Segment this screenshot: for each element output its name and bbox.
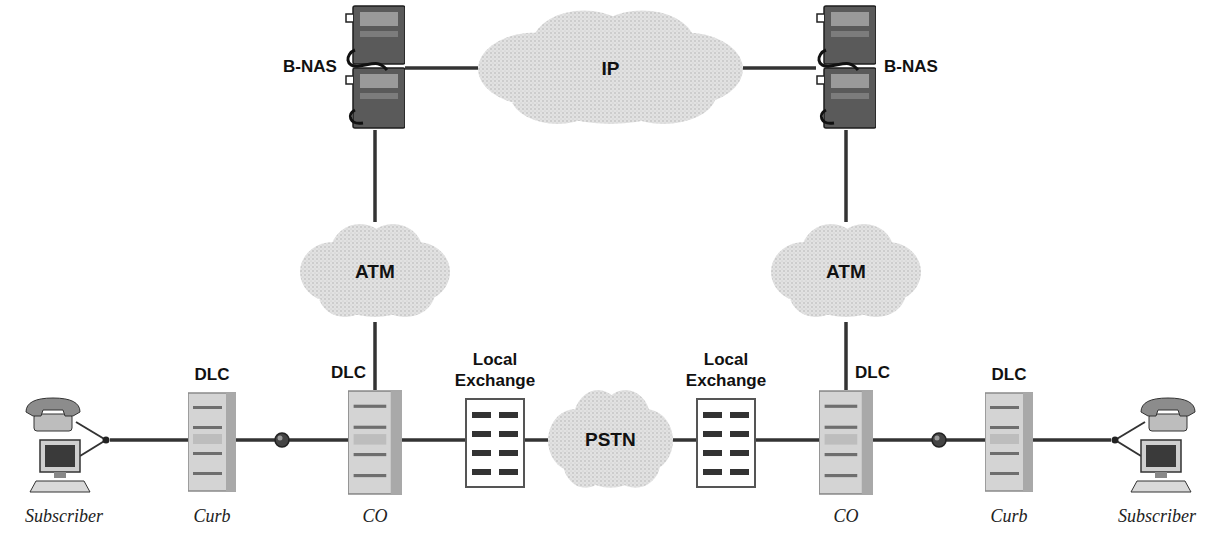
location-label: Curb [990,506,1027,528]
connector-line [844,130,848,222]
device-illustration [346,6,405,128]
connector-line [236,438,348,442]
device-icon [985,392,1033,492]
connector-line [756,438,819,442]
device-label: B-NAS [283,56,337,77]
device-icon [1111,392,1203,502]
subscriber-node: Subscriber [1111,392,1203,528]
connector-line [402,438,465,442]
device-icon [465,398,525,488]
connector-line [373,130,377,222]
connector-line [844,322,848,390]
dlc-node: DLC [819,362,890,495]
server-node: B-NAS [816,4,938,130]
splice-point [275,433,289,447]
device-illustration [1112,398,1196,492]
connector-line [110,438,188,442]
location-label: Curb [193,506,230,528]
connector-line [673,438,696,442]
exchange-node: Local Exchange [678,349,774,488]
connector-line [743,66,816,70]
server-node: B-NAS [283,4,405,130]
location-label: CO [362,506,387,528]
device-illustration [466,399,524,487]
device-illustration [697,399,755,487]
device-icon [816,4,876,130]
device-label: DLC [855,362,890,383]
device-label: DLC [195,364,230,385]
cloud-outline [300,224,450,317]
splice-point [932,433,946,447]
device-illustration [817,6,876,128]
cloud-label: PSTN [585,429,636,452]
device-icon [819,390,873,495]
cloud-label: ATM [355,261,395,284]
connector-line [373,322,377,390]
cloud-outline [478,10,743,123]
network-cloud: IP [478,8,743,130]
connector-line [525,438,548,442]
subscriber-label: Subscriber [25,506,103,528]
device-illustration [819,391,873,494]
device-illustration [188,393,236,491]
device-label: DLC [992,364,1027,385]
dlc-node: DLC [188,364,236,492]
network-cloud: PSTN [548,388,673,493]
device-icon [188,392,236,492]
connector-line [873,438,985,442]
device-illustration [985,393,1033,491]
dlc-node: DLC [985,364,1033,492]
subscriber-label: Subscriber [1118,506,1196,528]
location-label: CO [833,506,858,528]
device-label: B-NAS [884,56,938,77]
device-icon [345,4,405,130]
device-label: Local Exchange [447,349,543,392]
device-illustration [348,391,402,494]
network-cloud: ATM [300,222,450,322]
connector-line [1033,438,1111,442]
device-icon [18,392,110,502]
splice-highlight [935,436,940,441]
subscriber-node: Subscriber [18,392,110,528]
splice-highlight [278,436,283,441]
device-label: DLC [331,362,366,383]
dlc-node: DLC [331,362,402,495]
cloud-outline [548,390,673,488]
cloud-outline [771,224,921,317]
device-icon [348,390,402,495]
device-icon [696,398,756,488]
exchange-node: Local Exchange [447,349,543,488]
device-illustration [26,398,110,492]
cloud-label: ATM [826,261,866,284]
connector-line [405,66,478,70]
network-cloud: ATM [771,222,921,322]
device-label: Local Exchange [678,349,774,392]
cloud-label: IP [602,58,620,81]
